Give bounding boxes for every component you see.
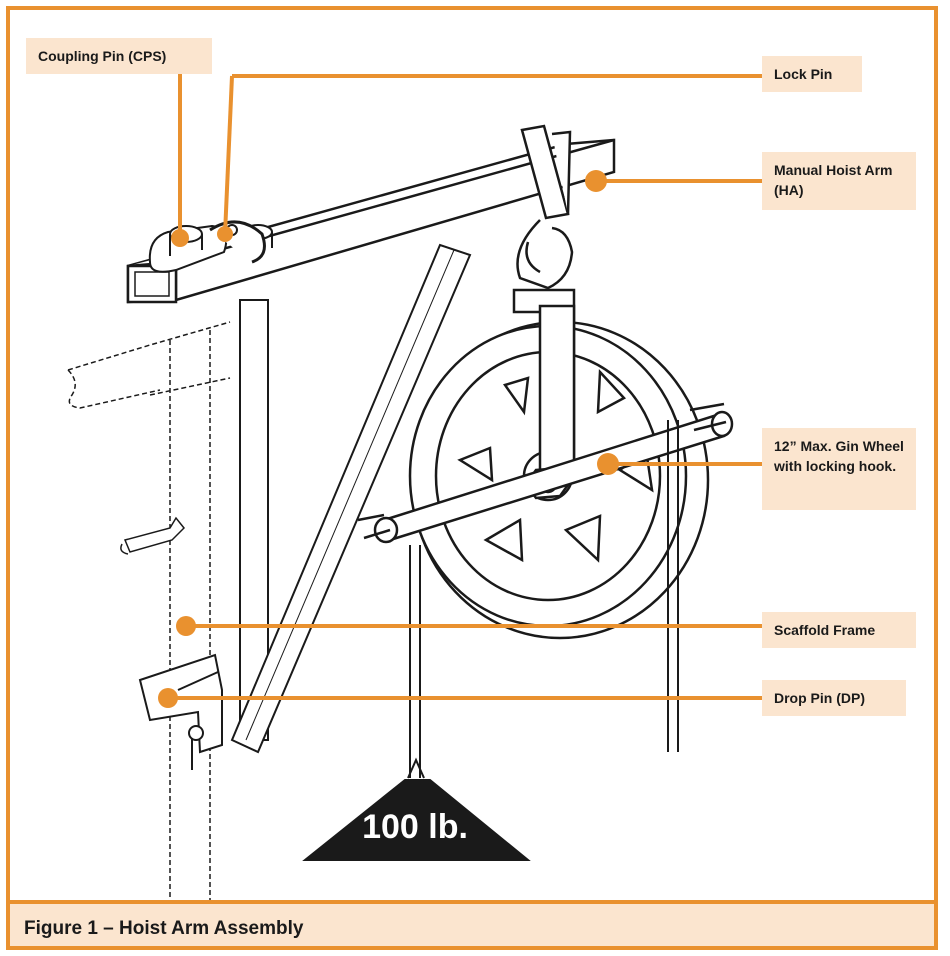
scaffold-frame-dashed bbox=[67, 321, 231, 905]
bottom-bracket bbox=[138, 653, 223, 770]
wheel-yoke bbox=[512, 288, 576, 500]
callout-lines bbox=[168, 74, 762, 700]
scaffold-frame-label: Scaffold Frame bbox=[762, 612, 916, 648]
lock-pin-label: Lock Pin bbox=[762, 56, 862, 92]
axle-bar bbox=[357, 402, 734, 544]
callout-dots bbox=[158, 170, 619, 708]
figure-caption: Figure 1 – Hoist Arm Assembly bbox=[6, 900, 938, 950]
loose-pin bbox=[120, 516, 186, 555]
weight-label: 100 lb. bbox=[362, 808, 468, 846]
coupling-pin-label: Coupling Pin (CPS) bbox=[26, 38, 212, 74]
hoist-arm-label: Manual Hoist Arm (HA) bbox=[762, 152, 916, 210]
weight bbox=[302, 757, 531, 861]
hook bbox=[516, 219, 574, 290]
gin-wheel-label: 12” Max. Gin Wheel with locking hook. bbox=[762, 428, 916, 510]
drop-pin-label: Drop Pin (DP) bbox=[762, 680, 906, 716]
hook-strap bbox=[520, 124, 572, 220]
